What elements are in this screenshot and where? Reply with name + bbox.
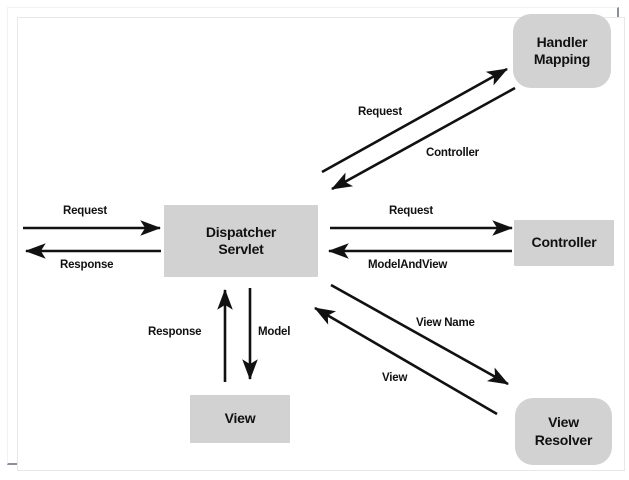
- edge-label-handler-mapping-controller: Controller: [426, 147, 479, 159]
- edge-label-left-response: Response: [60, 259, 114, 271]
- edge-label-handler-mapping-request: Request: [358, 106, 402, 118]
- edge-label-view-resolver-view: View: [382, 372, 408, 384]
- node-controller-label: Controller: [531, 234, 597, 251]
- node-dispatcher-servlet-line1: Dispatcher: [205, 223, 277, 240]
- edge-label-controller-request: Request: [389, 205, 433, 217]
- edge-label-view-resolver-viewname: View Name: [416, 317, 475, 329]
- node-dispatcher-servlet[interactable]: Dispatcher Servlet: [164, 205, 318, 277]
- node-view-resolver[interactable]: View Resolver: [515, 398, 612, 465]
- node-view-label: View: [224, 410, 256, 427]
- edge-label-left-request: Request: [63, 205, 107, 217]
- node-view-resolver-line2: Resolver: [534, 431, 593, 448]
- node-view-resolver-line1: View: [548, 414, 579, 430]
- edge-label-view-response: Response: [148, 326, 202, 338]
- node-controller[interactable]: Controller: [514, 220, 614, 266]
- node-handler-mapping-line2: Mapping: [533, 51, 591, 67]
- node-view[interactable]: View: [190, 395, 290, 443]
- node-handler-mapping[interactable]: Handler Mapping: [513, 14, 611, 88]
- edge-label-controller-modelandview: ModelAndView: [368, 259, 448, 271]
- edge-label-view-model: Model: [258, 326, 291, 338]
- node-handler-mapping-line1: Handler: [536, 33, 588, 50]
- node-dispatcher-servlet-line2: Servlet: [218, 241, 264, 257]
